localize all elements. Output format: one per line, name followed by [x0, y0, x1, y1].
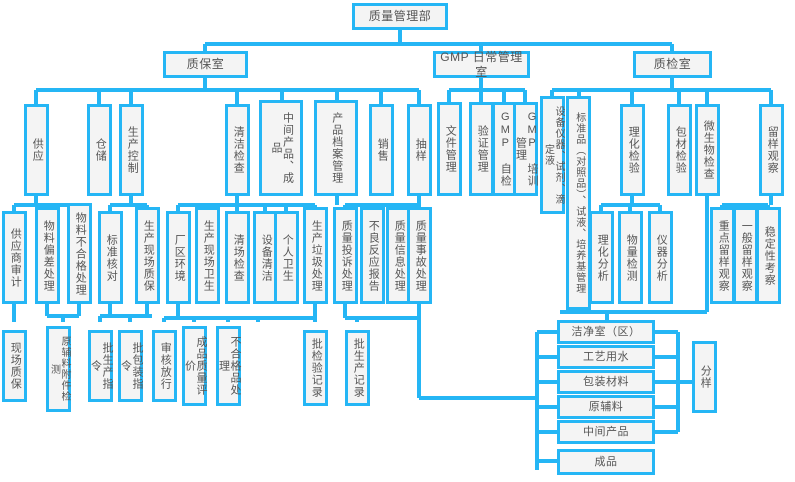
- node-lhjy[interactable]: 理化检验: [620, 104, 645, 196]
- node-cp[interactable]: 成品: [557, 449, 655, 475]
- node-fenyang[interactable]: 分样: [692, 341, 717, 413]
- node-bhgpcl[interactable]: 不合格品处理: [216, 326, 241, 406]
- node-wswjc[interactable]: 微生物检查: [695, 104, 720, 196]
- node-lhfx[interactable]: 理化分析: [589, 211, 614, 304]
- node-ybly[interactable]: 一般留样观察: [733, 207, 758, 304]
- node-wlpc[interactable]: 物料偏差处理: [35, 207, 60, 304]
- node-pjyjl[interactable]: 批检验记录: [303, 330, 328, 406]
- node-gmppx[interactable]: GMP 培训管理: [513, 102, 538, 196]
- node-wdxkc[interactable]: 稳定性考察: [756, 207, 781, 304]
- node-sbyq[interactable]: 设备仪器、试剂、滴定液: [540, 96, 565, 214]
- node-cc[interactable]: 仓储: [87, 104, 112, 196]
- node-sclj[interactable]: 生产垃圾处理: [303, 207, 328, 304]
- node-wjgl[interactable]: 文件管理: [437, 102, 462, 196]
- node-pbzz[interactable]: 批包装指令: [118, 330, 143, 402]
- node-zlxxcl[interactable]: 质量信息处理: [386, 207, 411, 304]
- node-cpzlpj[interactable]: 成品质量评价: [182, 326, 207, 406]
- node-qjjc[interactable]: 清洁检查: [225, 104, 250, 196]
- node-zltscl[interactable]: 质量投诉处理: [333, 207, 358, 304]
- node-gysssj[interactable]: 供应商审计: [2, 211, 27, 304]
- node-zjs[interactable]: 质检室: [633, 51, 712, 78]
- node-yfl[interactable]: 原辅料: [557, 395, 655, 419]
- node-jjs[interactable]: 洁净室（区）: [557, 320, 655, 344]
- node-wljc[interactable]: 物量检测: [618, 211, 643, 304]
- node-grws[interactable]: 个人卫生: [274, 211, 299, 304]
- node-gy[interactable]: 供应: [24, 104, 49, 196]
- node-yzgl[interactable]: 验证管理: [469, 102, 494, 196]
- node-zbs[interactable]: 质保室: [163, 51, 248, 78]
- node-wlbhg[interactable]: 物料不合格处理: [67, 203, 92, 304]
- node-scxcws[interactable]: 生产现场卫生: [195, 207, 220, 304]
- node-zjcp2[interactable]: 中间产品: [557, 420, 655, 444]
- node-qcjc[interactable]: 清场检查: [225, 211, 250, 304]
- node-zlsgcl[interactable]: 质量事故处理: [407, 207, 432, 304]
- node-lygc[interactable]: 留样观察: [759, 104, 784, 196]
- node-bzhd[interactable]: 标准核对: [98, 211, 123, 304]
- node-zdly[interactable]: 重点留样观察: [710, 207, 735, 304]
- node-bzp[interactable]: 标准品（对照品）、试液、培养基管理: [566, 96, 591, 310]
- node-sckz[interactable]: 生产控制: [119, 104, 144, 196]
- node-scxczb[interactable]: 生产现场质保: [135, 207, 160, 304]
- node-pscjl[interactable]: 批生产记录: [345, 330, 370, 406]
- node-bzcl[interactable]: 包装材料: [557, 370, 655, 394]
- node-pscz[interactable]: 批生产指令: [88, 330, 113, 402]
- node-cqhj[interactable]: 厂区环境: [166, 211, 191, 304]
- node-blfybg[interactable]: 不良反应报告: [360, 207, 385, 304]
- node-cpda[interactable]: 产品档案管理: [314, 100, 358, 196]
- node-xczb[interactable]: 现场质保: [2, 330, 27, 402]
- node-gyys[interactable]: 工艺用水: [557, 345, 655, 369]
- node-yflfj[interactable]: 原辅料附件检测: [46, 326, 71, 412]
- node-root[interactable]: 质量管理部: [352, 3, 448, 30]
- node-zjcp[interactable]: 中间产品、成品: [259, 100, 303, 196]
- node-xs[interactable]: 销售: [369, 104, 394, 196]
- node-bcjy[interactable]: 包材检验: [667, 104, 692, 196]
- node-cy[interactable]: 抽样: [407, 104, 432, 196]
- node-yqfx[interactable]: 仪器分析: [648, 211, 673, 304]
- node-gmp[interactable]: GMP 日常管理室: [433, 50, 530, 79]
- node-shfx[interactable]: 审核放行: [152, 330, 177, 402]
